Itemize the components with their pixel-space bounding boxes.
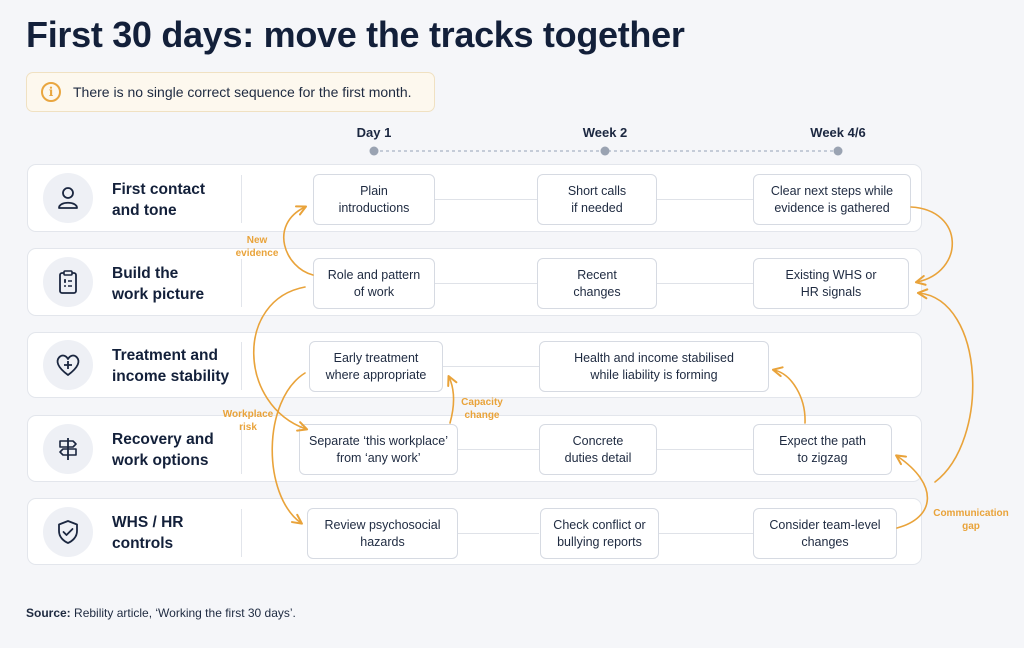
timeline-dot (369, 146, 379, 156)
arrow-gap-to-signals (916, 288, 974, 483)
card-connector (435, 283, 537, 284)
row-divider (241, 175, 242, 223)
row-divider (241, 259, 242, 307)
timeline-dot (600, 146, 610, 156)
step-card: Separate ‘this workplace’from ‘any work’ (299, 424, 458, 475)
person-icon (43, 173, 93, 223)
timeline-label-week2: Week 2 (582, 125, 628, 140)
timeline-dot (833, 146, 843, 156)
info-note-text: There is no single correct sequence for … (73, 84, 412, 100)
heart-plus-icon (43, 340, 93, 390)
row-divider (241, 342, 242, 390)
info-note: i There is no single correct sequence fo… (26, 72, 435, 112)
shield-check-icon (43, 507, 93, 557)
source-note: Source: Rebility article, ‘Working the f… (26, 606, 296, 620)
card-connector (659, 533, 753, 534)
timeline-label-day1: Day 1 (356, 125, 392, 140)
signpost-icon (43, 424, 93, 474)
row-divider (241, 509, 242, 557)
row-divider (241, 426, 242, 474)
card-connector (458, 533, 539, 534)
card-connector (657, 283, 753, 284)
timeline-label-week46: Week 4/6 (810, 125, 866, 140)
card-connector (443, 366, 539, 367)
card-connector (657, 199, 753, 200)
info-icon: i (41, 82, 61, 102)
clipboard-icon (43, 257, 93, 307)
card-connector (458, 449, 539, 450)
card-connector (435, 199, 537, 200)
card-connector (657, 449, 753, 450)
page-title: First 30 days: move the tracks together (26, 14, 685, 55)
